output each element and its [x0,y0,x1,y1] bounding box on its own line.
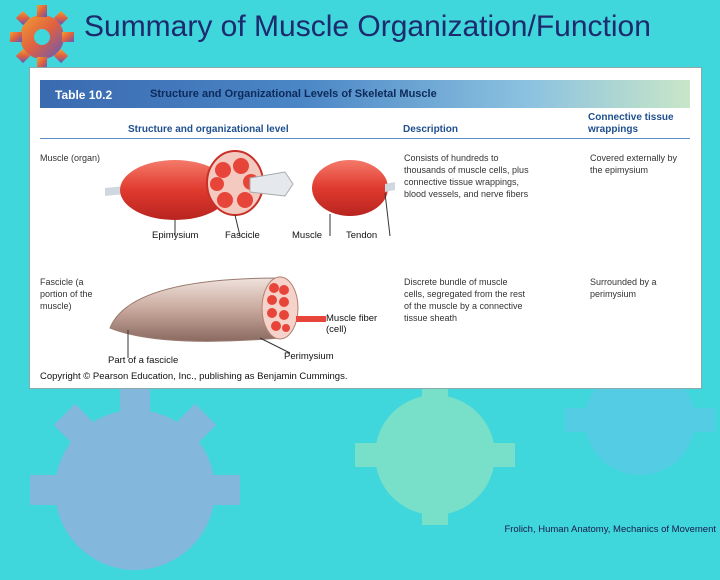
column-header-description: Description [403,124,459,135]
background-gear-icon [355,377,515,525]
footer-credit: Frolich, Human Anatomy, Mechanics of Mov… [504,524,716,535]
table-header-bar: Table 10.2 Structure and Organizational … [40,80,690,108]
label-perimysium: Perimysium [284,351,334,362]
background-gear-icon [30,385,240,570]
row-level: Fascicle (a portion of the muscle) [40,277,93,311]
table-figure: Table 10.2 Structure and Organizational … [29,67,702,389]
row-level: Muscle (organ) [40,153,101,163]
gear-icon [10,5,74,69]
label-muscle: Muscle [292,230,323,241]
label-muscle-fiber: Muscle fiber (cell) [326,313,378,335]
muscle-organ-illustration [105,150,395,237]
column-header-wrappings: Connective tissue wrappings [588,112,674,135]
row-description: Consists of hundreds to thousands of mus… [404,153,529,199]
label-tendon: Tendon [346,230,378,241]
row-wrapping: Covered externally by the epimysium [590,153,678,175]
row-wrapping: Surrounded by a perimysium [590,277,657,299]
row-description: Discrete bundle of muscle cells, segrega… [404,277,526,323]
table-caption: Structure and Organizational Levels of S… [150,88,437,100]
label-part-of-fascicle: Part of a fascicle [108,355,179,366]
column-header-structure: Structure and organizational level [128,124,289,135]
fascicle-illustration [109,276,326,358]
label-epimysium: Epimysium [152,230,199,241]
copyright-notice: Copyright © Pearson Education, Inc., pub… [40,371,348,382]
label-fascicle: Fascicle [225,230,260,241]
divider [40,138,690,139]
table-number: Table 10.2 [55,88,113,102]
page-title: Summary of Muscle Organization/Function [84,10,651,43]
